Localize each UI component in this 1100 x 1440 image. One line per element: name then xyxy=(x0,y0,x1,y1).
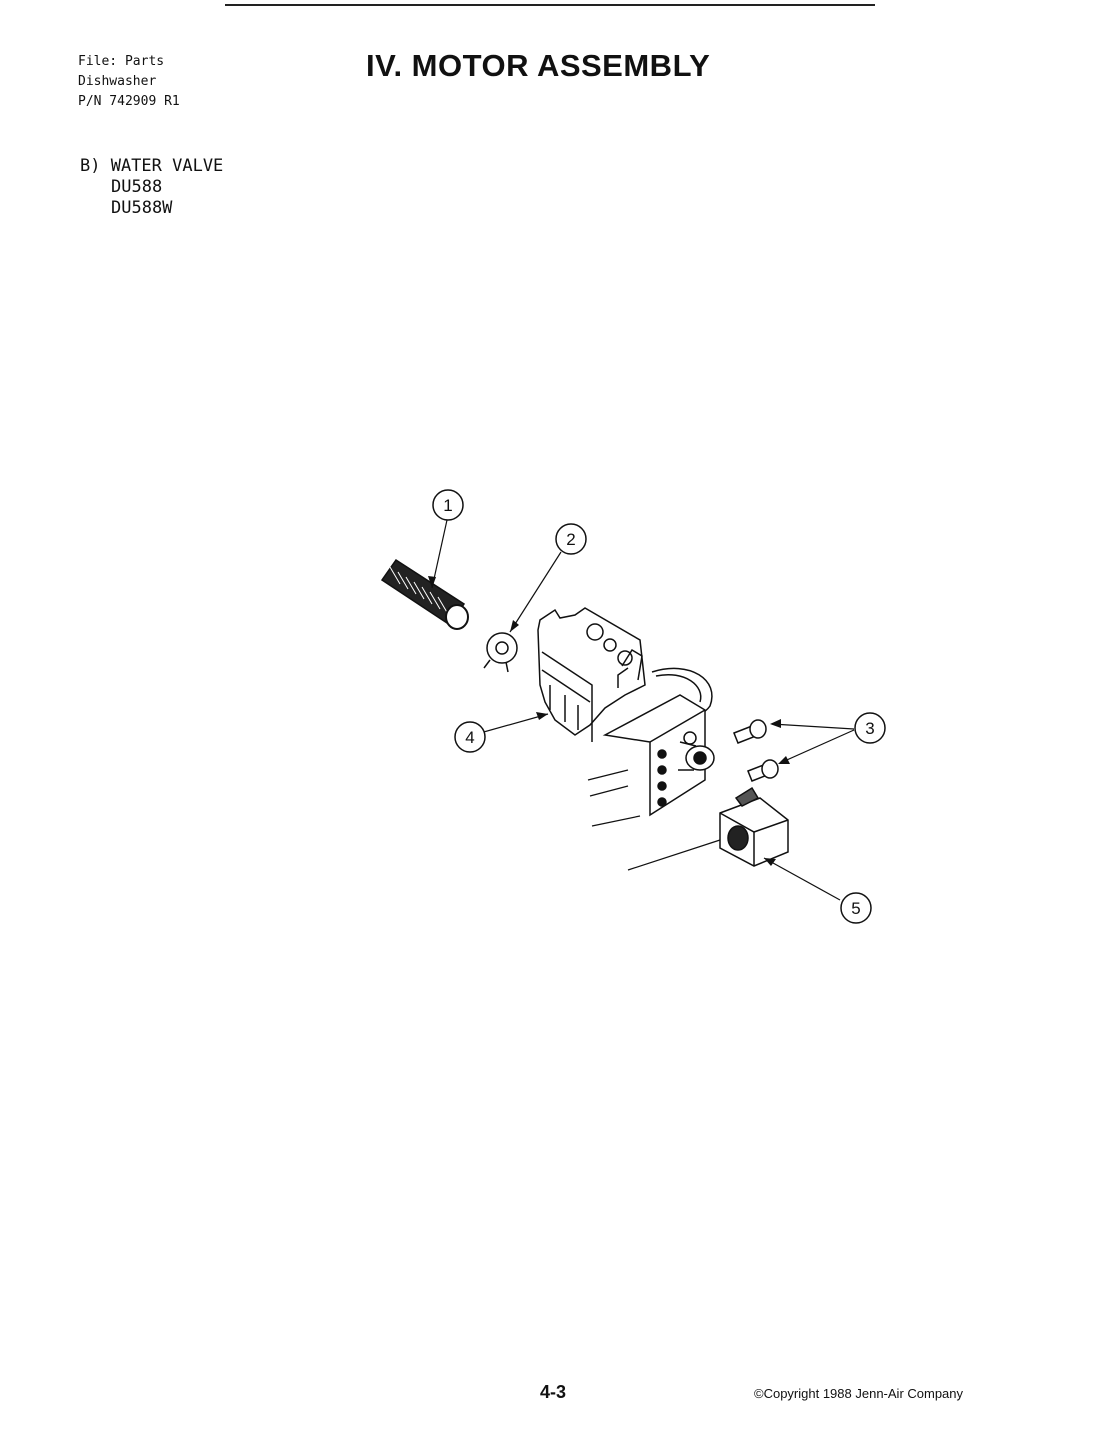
callout-arrowheads xyxy=(428,576,790,866)
elbow-fitting-part xyxy=(719,786,789,867)
callout-label: 1 xyxy=(443,496,452,515)
file-info-block: File: Parts Dishwasher P/N 742909 R1 xyxy=(78,52,180,112)
valve-body-part xyxy=(537,607,715,817)
page-title: IV. MOTOR ASSEMBLY xyxy=(366,48,711,83)
copyright-notice: ©Copyright 1988 Jenn-Air Company xyxy=(754,1386,964,1401)
product-line: Dishwasher xyxy=(78,74,157,89)
top-rule xyxy=(225,4,875,6)
callout-label: 3 xyxy=(865,719,874,738)
section-heading: B) WATER VALVE xyxy=(80,156,224,176)
part-number-line: P/N 742909 R1 xyxy=(78,94,180,109)
callout-circle xyxy=(432,489,464,521)
callout-label: 5 xyxy=(851,899,860,918)
section-block: B) WATER VALVE DU588 DU588W xyxy=(80,156,223,219)
callout-label: 4 xyxy=(465,728,474,747)
callout-circle xyxy=(854,712,886,744)
callout-leaders xyxy=(431,519,855,901)
page-number: 4-3 xyxy=(540,1382,567,1402)
water-valve-exploded-diagram: 1 2 3 4 5 xyxy=(380,489,886,924)
assembly-lines xyxy=(587,769,721,871)
file-line: File: Parts xyxy=(78,54,165,69)
callout-circle xyxy=(555,523,587,555)
flow-washer-part xyxy=(483,632,518,673)
callout-circle xyxy=(454,721,486,753)
model-number: DU588 xyxy=(111,177,163,197)
callout-circle xyxy=(840,892,872,924)
model-number: DU588W xyxy=(111,198,173,218)
callout-label: 2 xyxy=(566,530,575,549)
hose-part xyxy=(380,558,469,630)
screws-part xyxy=(733,719,779,782)
